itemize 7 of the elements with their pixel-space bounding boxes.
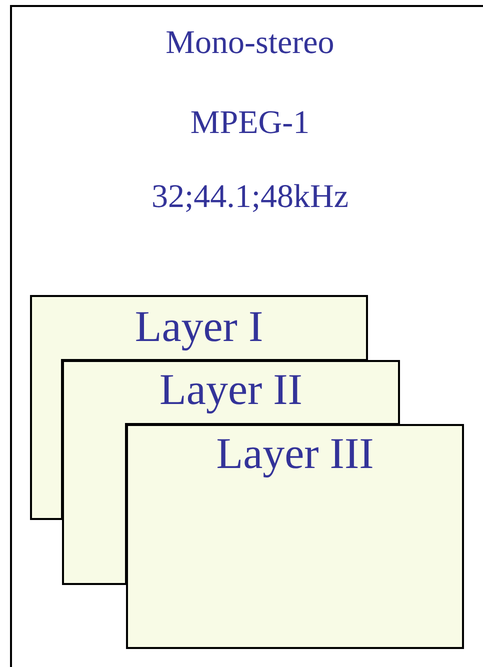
heading-text: Mono-stereo — [166, 25, 334, 62]
outer-panel — [10, 5, 483, 667]
heading-text: 32;44.1;48kHz — [151, 179, 349, 216]
layer-label: Layer II — [160, 366, 302, 414]
layer-label: Layer I — [134, 303, 264, 352]
heading-text: MPEG-1 — [190, 105, 310, 142]
layer-label: Layer III — [216, 430, 374, 478]
